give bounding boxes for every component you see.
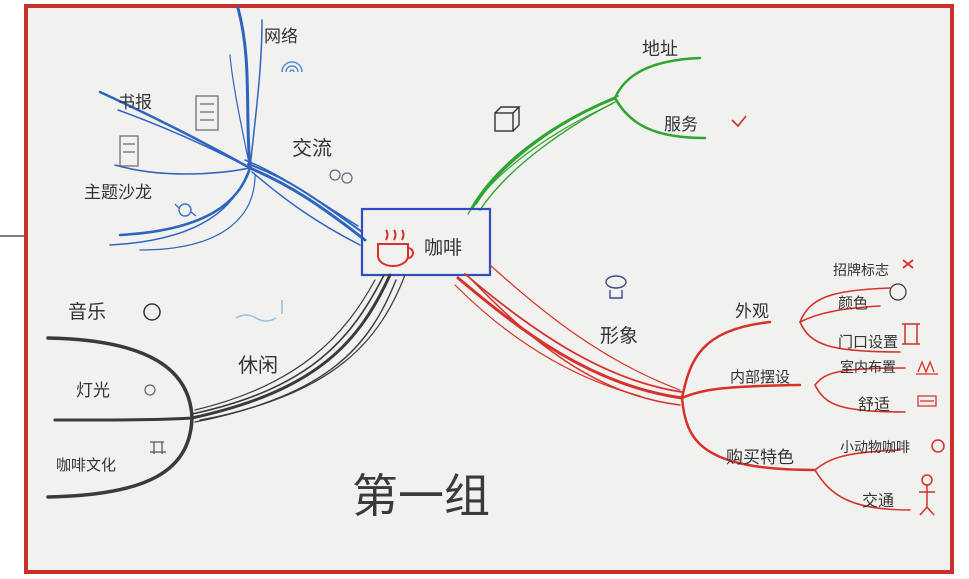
branch-location	[467, 56, 707, 215]
node-xiuxian: 休闲	[238, 353, 278, 377]
animal-icon	[931, 439, 945, 453]
branch-jiaoliu	[98, 6, 367, 251]
node-xiaodongwu: 小动物咖啡	[840, 440, 910, 456]
footer-group-label: 第一组	[352, 469, 490, 523]
palette-icon	[889, 283, 907, 301]
center-label: 咖啡	[424, 237, 462, 259]
node-yinyue: 音乐	[68, 301, 106, 323]
node-shushi: 舒适	[858, 395, 890, 414]
node-waiguan: 外观	[735, 302, 769, 322]
desk-icon	[150, 441, 166, 454]
node-jiaoliu: 交流	[292, 136, 332, 160]
node-goumai: 购买特色	[726, 448, 794, 468]
node-xingxiang: 形象	[600, 325, 638, 347]
bow-icon	[902, 259, 914, 269]
node-yanse: 颜色	[838, 294, 868, 312]
wave-icon	[235, 300, 283, 322]
sofa-icon	[917, 395, 937, 407]
node-shubao: 书报	[118, 93, 152, 113]
branch-xiuxian	[46, 273, 406, 499]
node-dizhi: 地址	[642, 39, 678, 60]
figure-icon	[919, 474, 935, 516]
node-menkou: 门口设置	[838, 333, 898, 351]
node-dengguang: 灯光	[76, 381, 110, 401]
node-zhaopai: 招牌标志	[833, 262, 889, 279]
bulb-icon	[144, 384, 156, 396]
note-icon	[143, 303, 161, 321]
check-icon	[731, 115, 747, 128]
branch-xingxiang	[454, 264, 911, 511]
newspaper-icon	[119, 95, 219, 167]
node-kafeiwenhua: 咖啡文化	[56, 456, 116, 474]
coffee-cup-icon	[377, 229, 414, 267]
node-jiaotong: 交通	[862, 491, 894, 510]
candy-icon	[174, 203, 197, 217]
logo-icon	[605, 275, 627, 299]
node-neibu: 内部摆设	[730, 368, 790, 386]
cube-icon	[494, 106, 521, 132]
paper-frame	[24, 4, 954, 574]
gate-icon	[902, 323, 920, 345]
people-icon	[329, 169, 353, 184]
node-shinei: 室内布置	[840, 359, 896, 376]
wifi-icon	[281, 61, 303, 73]
node-zhutishalong: 主题沙龙	[84, 183, 152, 203]
center-node: 咖啡	[360, 207, 492, 277]
plant-icon	[916, 360, 938, 375]
node-wangluo: 网络	[264, 27, 298, 47]
node-fuwu: 服务	[664, 115, 698, 135]
